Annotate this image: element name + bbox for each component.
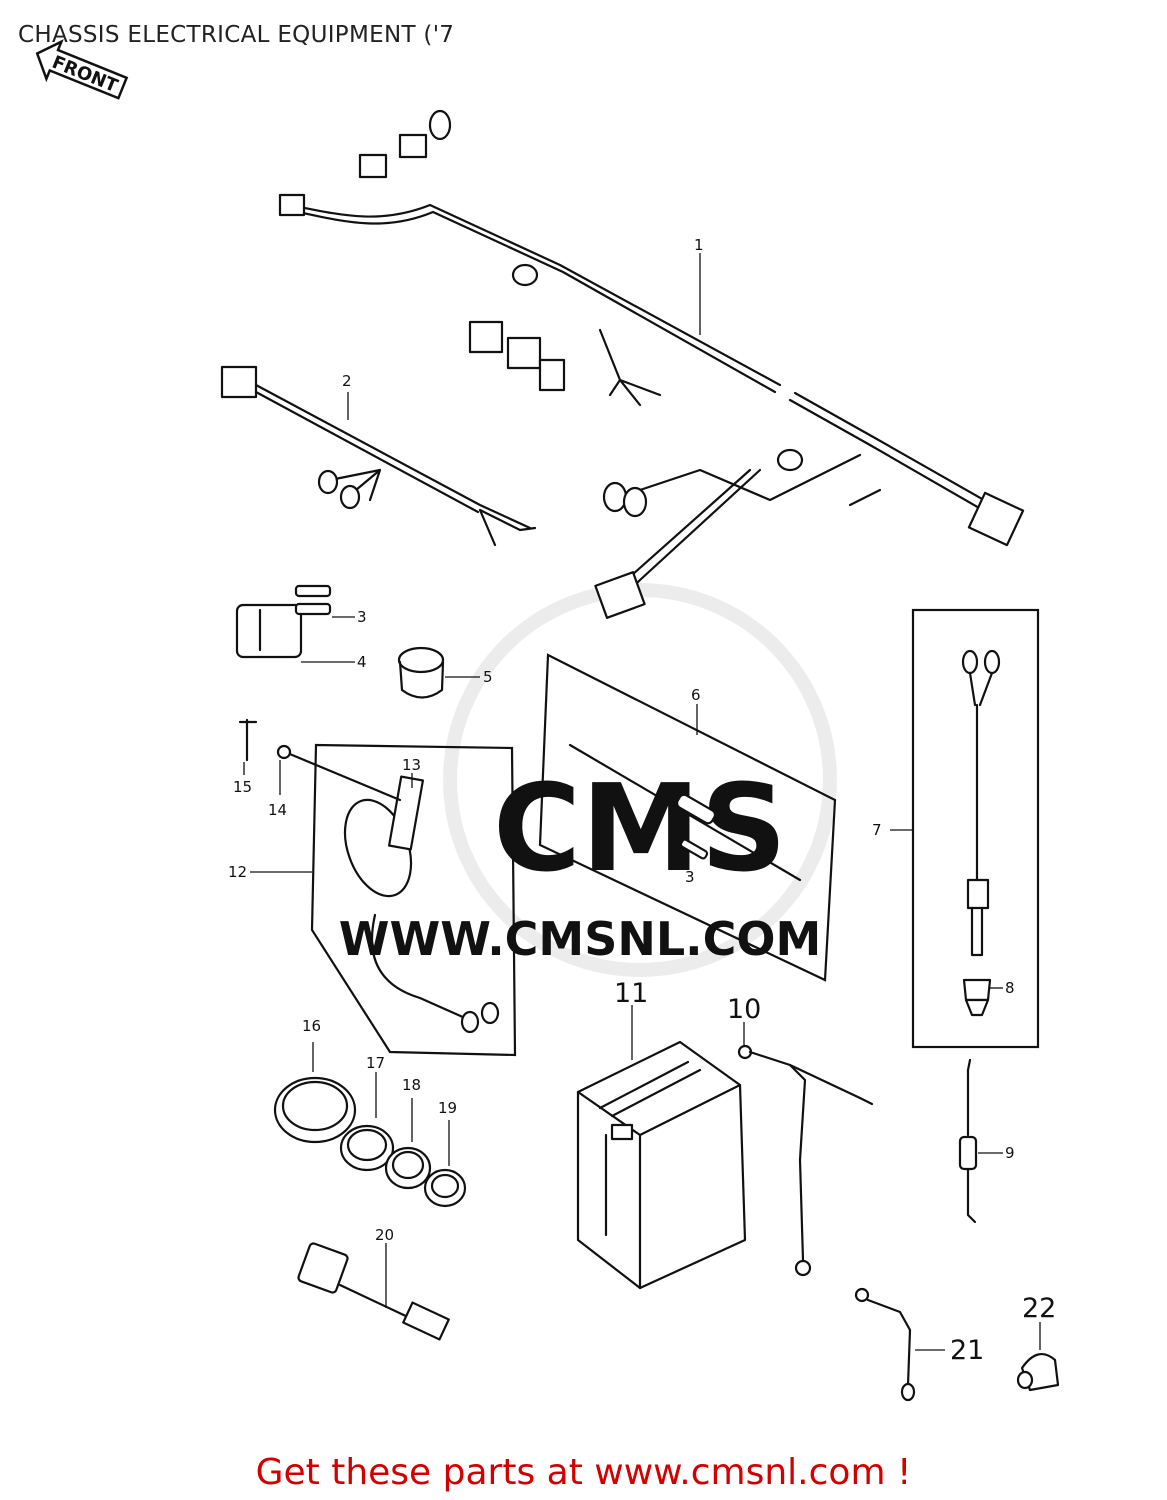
watermark-brand: CMS bbox=[493, 760, 787, 899]
callout-1: 1 bbox=[694, 236, 704, 254]
sub-wiring-harness bbox=[220, 365, 537, 547]
footer-cta-link[interactable]: Get these parts at www.cmsnl.com ! bbox=[255, 1452, 912, 1493]
callout-17: 17 bbox=[366, 1054, 385, 1072]
callout-8: 8 bbox=[1005, 979, 1015, 997]
callout-21: 21 bbox=[950, 1335, 984, 1366]
callout-9: 9 bbox=[1005, 1144, 1015, 1162]
callout-16: 16 bbox=[302, 1017, 321, 1035]
battery bbox=[576, 1040, 747, 1290]
battery-lead bbox=[737, 1044, 874, 1277]
callout-20: 20 bbox=[375, 1226, 394, 1244]
callout-14: 14 bbox=[268, 801, 287, 819]
terminal-cap bbox=[1016, 1352, 1060, 1392]
callout-15: 15 bbox=[233, 778, 252, 796]
inline-fuse-panel bbox=[538, 653, 837, 982]
callout-5: 5 bbox=[483, 668, 493, 686]
callout-2: 2 bbox=[342, 372, 352, 390]
callout-19: 19 bbox=[438, 1099, 457, 1117]
front-arrow-label: FRONT bbox=[49, 52, 121, 98]
callout-12: 12 bbox=[228, 863, 247, 881]
callout-18: 18 bbox=[402, 1076, 421, 1094]
page-title: CHASSIS ELECTRICAL EQUIPMENT ('7 bbox=[18, 22, 455, 48]
spring bbox=[958, 1058, 978, 1224]
callout-22: 22 bbox=[1022, 1293, 1056, 1324]
band-clamps bbox=[273, 1076, 467, 1208]
callout-7: 7 bbox=[872, 821, 882, 839]
callout-13: 13 bbox=[402, 756, 421, 774]
horn-assembly bbox=[238, 718, 517, 1057]
callout-6: 6 bbox=[691, 686, 701, 704]
ground-lead bbox=[854, 1287, 916, 1402]
callout-4: 4 bbox=[357, 653, 367, 671]
relay-lead bbox=[297, 1242, 450, 1341]
watermark-url: WWW.CMSNL.COM bbox=[339, 912, 822, 966]
callout-3a: 3 bbox=[357, 608, 367, 626]
main-wiring-harness bbox=[278, 109, 1025, 619]
fuse-holder bbox=[235, 584, 332, 659]
callout-10: 10 bbox=[727, 994, 761, 1025]
front-arrow-icon: FRONT bbox=[35, 39, 129, 100]
callout-11: 11 bbox=[614, 978, 648, 1009]
rubber-cap bbox=[397, 646, 445, 699]
callout-3b: 3 bbox=[685, 868, 695, 886]
switch-lead-assembly bbox=[911, 608, 1040, 1049]
